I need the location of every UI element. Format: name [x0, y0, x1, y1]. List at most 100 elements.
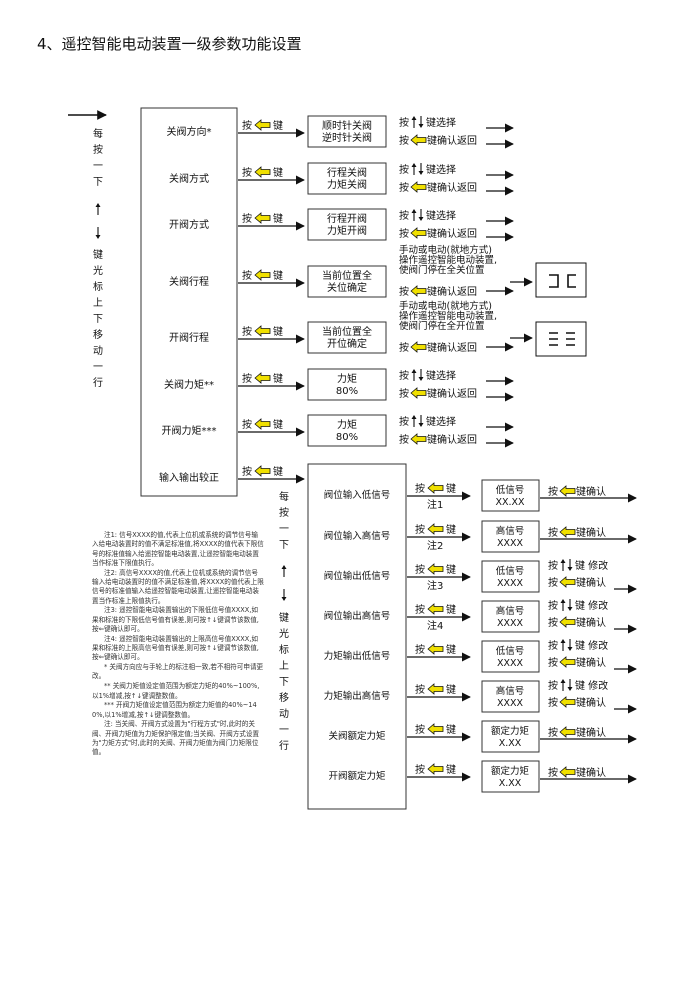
op-press-label: 按: [548, 599, 558, 612]
caption-char: 上: [279, 660, 289, 672]
left-arrow-key-icon: [559, 485, 576, 497]
calibration-value-line: XXXX: [497, 578, 524, 589]
key-label-press: 按: [415, 482, 425, 495]
calibration-note-ref: 注2: [427, 539, 443, 552]
level2-option-line: 顺时针关阀: [322, 119, 372, 132]
note-paragraph: *** 开阀力矩值设定值范围为额定力矩值的40%~140%,以1%增减,按↑↓键…: [92, 701, 257, 719]
up-arrow-key-icon: [560, 559, 566, 571]
op-text: 键确认: [576, 526, 606, 539]
op-text: 键确认: [576, 696, 606, 709]
key-label-press: 按: [415, 723, 425, 736]
note-paragraph: 注1: 信号XXXX的值,代表上位机或系统的调节信号输入给电动装置时的值不满足标…: [92, 531, 264, 567]
level2-description: 手动或电动(就地方式): [399, 300, 492, 312]
calibration-value-line: 低信号: [496, 645, 525, 657]
calibration-item: 阀位输入低信号: [324, 489, 391, 501]
left-arrow-key-icon: [254, 325, 271, 337]
left-arrow-key-icon: [410, 181, 427, 193]
caption-char: 动: [93, 345, 103, 357]
left-arrow-key-icon: [427, 683, 444, 695]
level2-description: 手动或电动(就地方式): [399, 244, 492, 256]
key-label-key: 键: [446, 683, 456, 696]
key-label-key: 键: [273, 269, 283, 282]
op-press-label: 按: [548, 526, 558, 539]
key-label-press: 按: [242, 166, 252, 179]
down-arrow-key-icon: [95, 227, 101, 239]
level2-option-line: 关位确定: [327, 281, 367, 294]
calibration-note-ref: 注3: [427, 579, 443, 592]
level2-option-line: 当前位置全: [322, 269, 372, 282]
caption-char: 一: [93, 362, 103, 373]
calibration-value-line: 额定力矩: [491, 765, 530, 777]
left-arrow-key-icon: [254, 418, 271, 430]
op-text: 键选择: [426, 209, 456, 222]
op-text: 键确认返回: [427, 227, 477, 240]
down-arrow-key-icon: [567, 639, 573, 651]
caption-char: 移: [93, 328, 103, 341]
key-label-press: 按: [242, 119, 252, 132]
op-text: 键选择: [426, 116, 456, 129]
op-press-label: 按: [548, 696, 558, 709]
level2-option-box: [307, 208, 387, 241]
left-arrow-key-icon: [410, 227, 427, 239]
key-label-press: 按: [242, 212, 252, 225]
op-text: 键 修改: [575, 679, 608, 692]
op-text: 键确认: [576, 656, 606, 669]
level2-option-line: 逆时针关阀: [322, 131, 372, 144]
level2-option-line: 当前位置全: [322, 325, 372, 338]
key-label-key: 键: [273, 372, 283, 385]
down-arrow-key-icon: [567, 559, 573, 571]
down-arrow-key-icon: [418, 116, 424, 128]
key-label-key: 键: [446, 482, 456, 495]
left-arrow-key-icon: [410, 285, 427, 297]
key-label-key: 键: [273, 119, 283, 132]
caption-char: 一: [279, 524, 289, 535]
calibration-items: 阀位输入低信号按键注1低信号XX.XX按键确认阀位输入高信号按键注2高信号XXX…: [324, 479, 637, 793]
caption-char: 标: [93, 281, 103, 293]
level2-option-line: 行程关阀: [327, 166, 367, 179]
calibration-value-box: [481, 560, 540, 593]
caption-char: 一: [279, 725, 289, 736]
left-arrow-key-icon: [559, 726, 576, 738]
calibration-value-box: [481, 520, 540, 553]
level2-description: 使阀门停在全开位置: [399, 320, 485, 332]
key-label-key: 键: [273, 418, 283, 431]
key-label-key: 键: [446, 643, 456, 656]
caption-char: 移: [279, 691, 289, 704]
level1-item: 关阀力矩**: [164, 378, 214, 391]
left-arrow-key-icon: [410, 134, 427, 146]
level2-option-line: 行程开阀: [327, 212, 367, 225]
down-arrow-key-icon: [418, 415, 424, 427]
up-arrow-key-icon: [411, 116, 417, 128]
calibration-value-line: X.XX: [499, 778, 522, 789]
caption-char: 每: [279, 490, 289, 503]
calibration-value-line: 高信号: [496, 525, 525, 537]
key-label-press: 按: [242, 325, 252, 338]
left-arrow-key-icon: [427, 643, 444, 655]
left-arrow-key-icon: [559, 696, 576, 708]
level1-item: 关阀方向*: [167, 125, 212, 138]
op-press-label: 按: [399, 369, 409, 382]
left-arrow-key-icon: [427, 482, 444, 494]
note-paragraph: 注2: 高信号XXXX的值,代表上位机或系统的调节信号输入给电动装置时的值不满足…: [92, 568, 264, 605]
op-press-label: 按: [548, 616, 558, 629]
caption-char: 动: [279, 708, 289, 720]
left-arrow-key-icon: [427, 603, 444, 615]
op-text: 键选择: [426, 415, 456, 428]
notes-block: 注1: 信号XXXX的值,代表上位机或系统的调节信号输入给电动装置时的值不满足标…: [92, 531, 264, 758]
key-label-press: 按: [415, 683, 425, 696]
calibration-value-line: XXXX: [497, 538, 524, 549]
left-arrow-key-icon: [559, 616, 576, 628]
op-press-label: 按: [548, 485, 558, 498]
left-arrow-key-icon: [254, 372, 271, 384]
caption-char: 光: [93, 264, 103, 277]
level2-option-box: [307, 115, 387, 148]
caption-char: 键: [93, 248, 103, 261]
level2-option-box: [307, 162, 387, 195]
caption-char: 光: [279, 627, 289, 640]
calibration-value-box: [481, 760, 540, 793]
calibration-item: 关阀额定力矩: [328, 730, 386, 742]
left-arrow-key-icon: [410, 433, 427, 445]
left-arrow-key-icon: [254, 212, 271, 224]
calibration-value-line: 低信号: [496, 484, 525, 496]
